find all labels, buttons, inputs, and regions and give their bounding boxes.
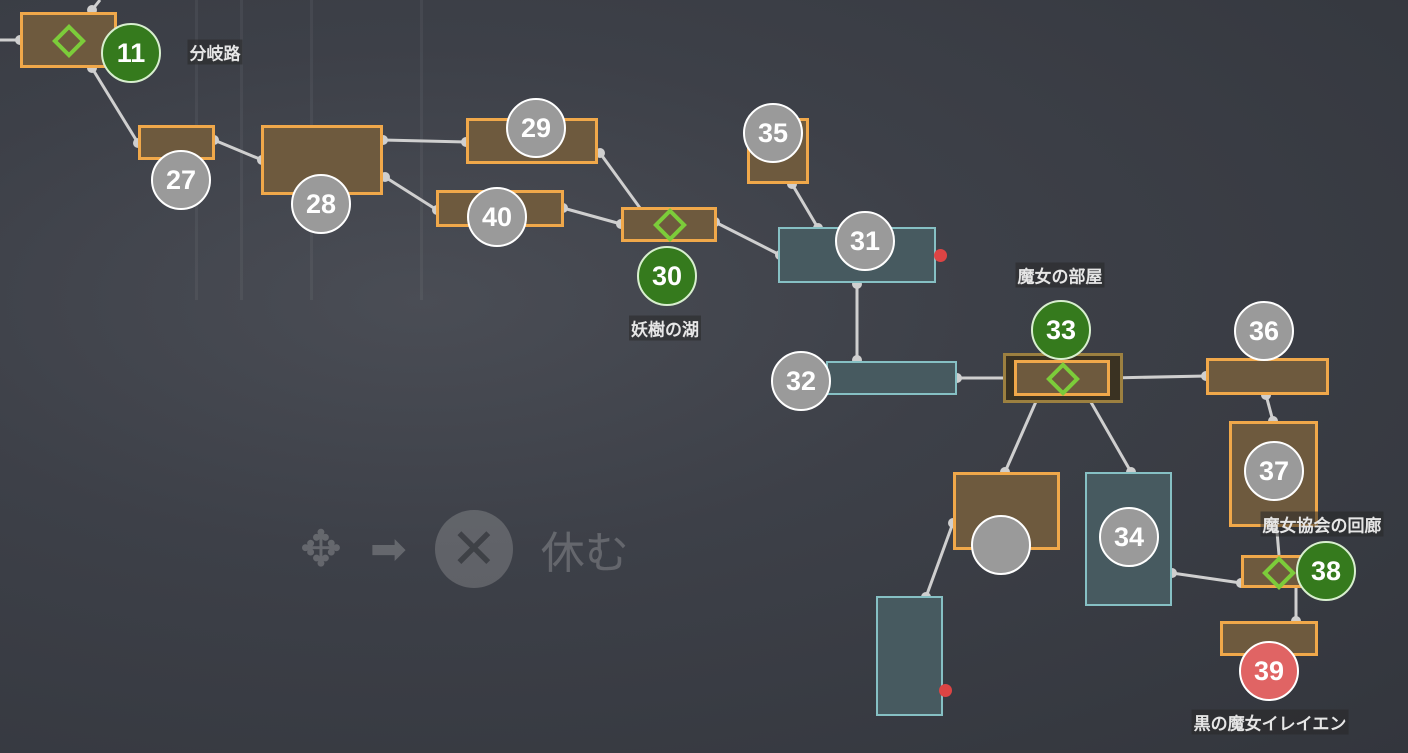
room-marker-38[interactable]: 38 — [1296, 541, 1356, 601]
room-marker-36[interactable]: 36 — [1234, 301, 1294, 361]
red-marker-icon — [934, 249, 947, 262]
room-bottom[interactable] — [876, 596, 943, 716]
room-marker-39[interactable]: 39 — [1239, 641, 1299, 701]
red-marker-icon — [939, 684, 952, 697]
cross-button-icon: ✕ — [434, 510, 513, 588]
room-marker-29[interactable]: 29 — [506, 98, 566, 158]
room-marker-35[interactable]: 35 — [743, 103, 803, 163]
room-marker-unknown[interactable] — [971, 515, 1031, 575]
area-label-11: 分岐路 — [187, 39, 243, 65]
room-marker-33[interactable]: 33 — [1031, 300, 1091, 360]
arrow-right-icon: ➡ — [369, 524, 407, 574]
area-label-30: 妖樹の湖 — [629, 315, 701, 341]
room-marker-32[interactable]: 32 — [771, 351, 831, 411]
room-marker-30[interactable]: 30 — [637, 246, 697, 306]
area-label-39: 黒の魔女イレイエン — [1191, 709, 1349, 735]
dpad-icon: ✥ — [300, 521, 342, 577]
room-marker-31[interactable]: 31 — [835, 211, 895, 271]
room-marker-34[interactable]: 34 — [1099, 507, 1159, 567]
room-33[interactable] — [1014, 360, 1110, 396]
room-32[interactable] — [826, 361, 957, 395]
room-marker-40[interactable]: 40 — [467, 187, 527, 247]
area-label-33: 魔女の部屋 — [1015, 262, 1105, 288]
rest-hint: ✥ ➡ ✕ 休む — [300, 510, 629, 588]
room-30[interactable] — [621, 207, 717, 242]
room-36[interactable] — [1206, 358, 1329, 395]
room-marker-37[interactable]: 37 — [1244, 441, 1304, 501]
room-11[interactable] — [20, 12, 117, 68]
rest-label: 休む — [540, 529, 629, 578]
room-marker-11[interactable]: 11 — [101, 23, 161, 83]
area-label-38: 魔女協会の回廊 — [1260, 511, 1384, 537]
room-marker-28[interactable]: 28 — [291, 174, 351, 234]
room-marker-27[interactable]: 27 — [151, 150, 211, 210]
